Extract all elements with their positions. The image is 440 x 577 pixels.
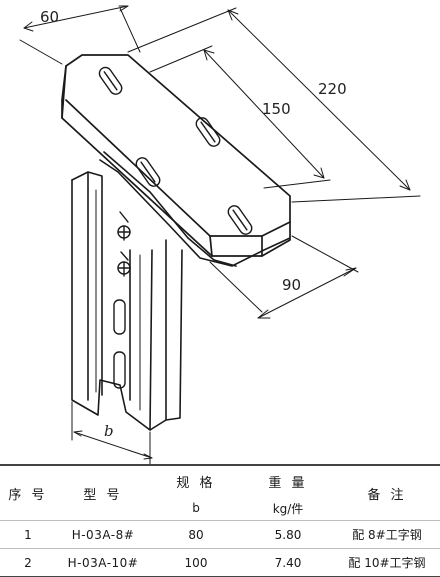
table-row: 2 H-03A-10# 100 7.40 配 10#工字钢 bbox=[0, 548, 440, 577]
header-spec: 规 格 bbox=[176, 475, 216, 491]
channel-bolt-holes bbox=[113, 211, 131, 389]
cell-model: H-03A-10# bbox=[56, 548, 150, 577]
dim-label-b: b bbox=[104, 422, 114, 440]
spec-table: 序 号 型 号 规 格 重 量 备 注 b kg/件 1 H-03A-8# 80… bbox=[0, 464, 440, 577]
dim-label-150: 150 bbox=[262, 100, 291, 118]
cell-weight: 7.40 bbox=[242, 548, 334, 577]
cell-seq: 2 bbox=[0, 548, 56, 577]
header-seq: 序 号 bbox=[8, 487, 48, 503]
dim-label-60: 60 bbox=[40, 8, 59, 26]
dim-label-90: 90 bbox=[282, 276, 301, 294]
cell-b: 80 bbox=[150, 520, 242, 549]
vertical-channel bbox=[71, 171, 183, 431]
dim-label-220: 220 bbox=[318, 80, 347, 98]
cell-model: H-03A-8# bbox=[56, 520, 150, 549]
header-weight-sub: kg/件 bbox=[272, 501, 304, 516]
table-row: 1 H-03A-8# 80 5.80 配 8#工字钢 bbox=[0, 520, 440, 549]
table-subheader-row: b kg/件 bbox=[0, 496, 440, 521]
cell-b: 100 bbox=[150, 548, 242, 577]
bracket-drawing: 60 220 150 90 b bbox=[19, 5, 421, 464]
cell-seq: 1 bbox=[0, 520, 56, 549]
plate-slots bbox=[98, 66, 253, 235]
dimension-lines bbox=[19, 5, 421, 464]
cell-note: 配 8#工字钢 bbox=[334, 520, 440, 549]
header-spec-sub: b bbox=[192, 501, 200, 515]
header-model: 型 号 bbox=[83, 487, 123, 503]
cell-note: 配 10#工字钢 bbox=[334, 548, 440, 577]
table-header-row: 序 号 型 号 规 格 重 量 备 注 bbox=[0, 465, 440, 503]
cell-weight: 5.80 bbox=[242, 520, 334, 549]
header-weight: 重 量 bbox=[268, 475, 308, 491]
header-note: 备 注 bbox=[367, 487, 407, 503]
